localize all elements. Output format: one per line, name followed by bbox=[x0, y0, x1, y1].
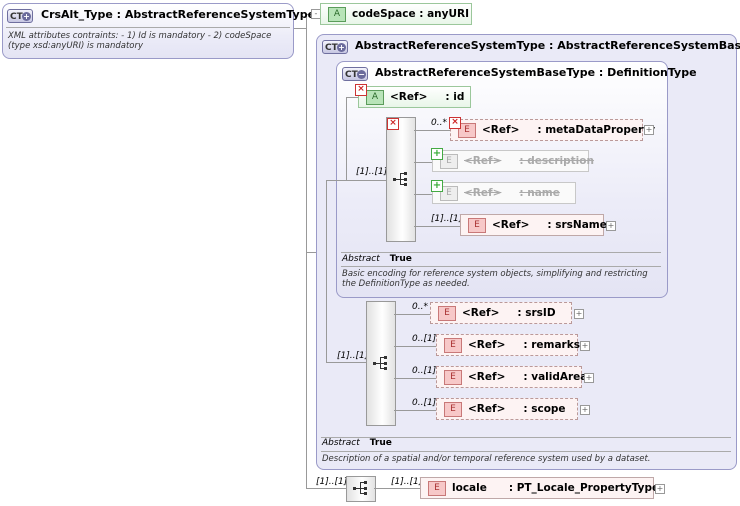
expand-plus-icon[interactable]: + bbox=[574, 309, 584, 319]
expand-plus-icon[interactable]: + bbox=[584, 373, 594, 383]
connector bbox=[306, 488, 346, 489]
id-attribute[interactable]: A <Ref> : id bbox=[358, 86, 471, 108]
sequence-icon bbox=[353, 481, 367, 495]
name-element[interactable]: E<Ref>: name bbox=[432, 182, 576, 204]
validarea-cardinality: 0..[1] bbox=[412, 366, 437, 376]
inner-sequence-cardinality: [1]..[1] bbox=[356, 167, 388, 177]
connector bbox=[374, 488, 420, 489]
connector bbox=[414, 226, 460, 227]
connector bbox=[326, 362, 366, 363]
connector bbox=[306, 14, 307, 488]
scope-element[interactable]: E<Ref>: scope bbox=[436, 398, 578, 420]
red-x-icon: × bbox=[355, 84, 367, 96]
green-plus-icon: + bbox=[431, 148, 443, 160]
connector bbox=[306, 252, 318, 253]
connector bbox=[394, 346, 436, 347]
outer-description: Description of a spatial and/or temporal… bbox=[322, 454, 651, 464]
divider bbox=[341, 252, 661, 253]
validarea-element[interactable]: E<Ref>: validArea bbox=[436, 366, 587, 388]
expand-plus-icon[interactable]: + bbox=[580, 341, 590, 351]
scope-cardinality: 0..[1] bbox=[412, 398, 437, 408]
locale-cardinality: [1]..[1] bbox=[391, 477, 423, 487]
connector bbox=[292, 28, 306, 29]
connector bbox=[394, 410, 436, 411]
codespace-label: codeSpace : anyURI bbox=[352, 8, 470, 20]
id-name: : id bbox=[445, 91, 465, 103]
attribute-icon: A bbox=[366, 90, 384, 105]
element-icon: E bbox=[440, 186, 458, 201]
ct-plus-icon: CT+ bbox=[322, 40, 348, 54]
connector bbox=[346, 97, 347, 180]
element-icon: E bbox=[458, 123, 476, 138]
element-icon: E bbox=[438, 306, 456, 321]
expand-plus-icon[interactable]: + bbox=[655, 484, 665, 494]
metadataproperty-element[interactable]: E<Ref>: metaDataProperty bbox=[450, 119, 655, 141]
sequence-icon bbox=[393, 172, 407, 186]
outer-title: AbstractReferenceSystemType : AbstractRe… bbox=[355, 39, 740, 52]
inner-description: Basic encoding for reference system obje… bbox=[342, 269, 648, 289]
element-icon: E bbox=[444, 338, 462, 353]
red-x-icon: × bbox=[387, 118, 399, 130]
connector bbox=[414, 194, 432, 195]
remarks-cardinality: 0..[1] bbox=[412, 334, 437, 344]
expand-plus-icon[interactable]: + bbox=[580, 405, 590, 415]
srsid-element[interactable]: E<Ref>: srsID bbox=[430, 302, 572, 324]
divider bbox=[341, 266, 661, 267]
element-icon: E bbox=[428, 481, 446, 496]
connector bbox=[326, 180, 327, 362]
connector bbox=[394, 378, 436, 379]
connector bbox=[326, 180, 386, 181]
connector bbox=[414, 130, 450, 131]
description-element[interactable]: E<Ref>: description bbox=[432, 150, 594, 172]
connector bbox=[346, 97, 358, 98]
root-complex-type[interactable]: CT+ CrsAlt_Type : AbstractReferenceSyste… bbox=[2, 3, 315, 59]
bottom-sequence-cardinality: [1]..[1] bbox=[316, 477, 348, 487]
ct-minus-icon: CT− bbox=[342, 67, 368, 81]
root-description: XML attributes contraints: - 1) Id is ma… bbox=[8, 31, 272, 51]
element-icon: E bbox=[468, 218, 486, 233]
inner-sequence[interactable] bbox=[386, 117, 416, 242]
ct-plus-icon: CT+ bbox=[7, 9, 33, 23]
sequence-icon bbox=[373, 356, 387, 370]
element-icon: E bbox=[440, 154, 458, 169]
element-icon: E bbox=[444, 402, 462, 417]
connector bbox=[394, 314, 430, 315]
id-ref: <Ref> bbox=[390, 91, 428, 103]
divider bbox=[321, 437, 731, 438]
remarks-element[interactable]: E<Ref>: remarks bbox=[436, 334, 580, 356]
expand-plus-icon[interactable]: + bbox=[606, 221, 616, 231]
divider bbox=[6, 27, 290, 28]
red-x-icon: × bbox=[449, 117, 461, 129]
expand-plus-icon[interactable]: + bbox=[644, 125, 654, 135]
attribute-icon: A bbox=[328, 7, 346, 22]
srsid-cardinality: 0..* bbox=[412, 302, 428, 312]
divider bbox=[321, 451, 731, 452]
inner-title: AbstractReferenceSystemBaseType : Defini… bbox=[375, 66, 697, 79]
green-plus-icon: + bbox=[431, 180, 443, 192]
root-title: CrsAlt_Type : AbstractReferenceSystemTyp… bbox=[41, 8, 316, 21]
srsname-element[interactable]: E<Ref>: srsName bbox=[460, 214, 607, 236]
metadataproperty-cardinality: 0..* bbox=[431, 118, 447, 128]
outer-sequence-cardinality: [1]..[1] bbox=[337, 351, 369, 361]
srsname-cardinality: [1]..[1] bbox=[431, 214, 463, 224]
connector bbox=[414, 162, 432, 163]
element-icon: E bbox=[444, 370, 462, 385]
